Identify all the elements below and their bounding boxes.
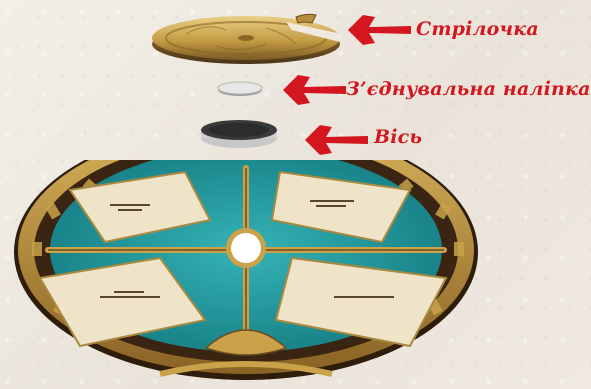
left-arrow-icon (280, 73, 350, 107)
axle-label: Вісь (374, 126, 422, 148)
connector-sticker-label: З’єднувальна наліпка (346, 78, 591, 100)
axle-disc-icon (198, 118, 280, 150)
wheel-board-icon (10, 160, 486, 389)
left-arrow-icon (345, 13, 415, 47)
pointer-disc-icon (146, 8, 346, 70)
sticker-disc-icon (215, 81, 265, 97)
left-arrow-icon (302, 123, 372, 157)
pointer-label: Стрілочка (416, 18, 539, 40)
